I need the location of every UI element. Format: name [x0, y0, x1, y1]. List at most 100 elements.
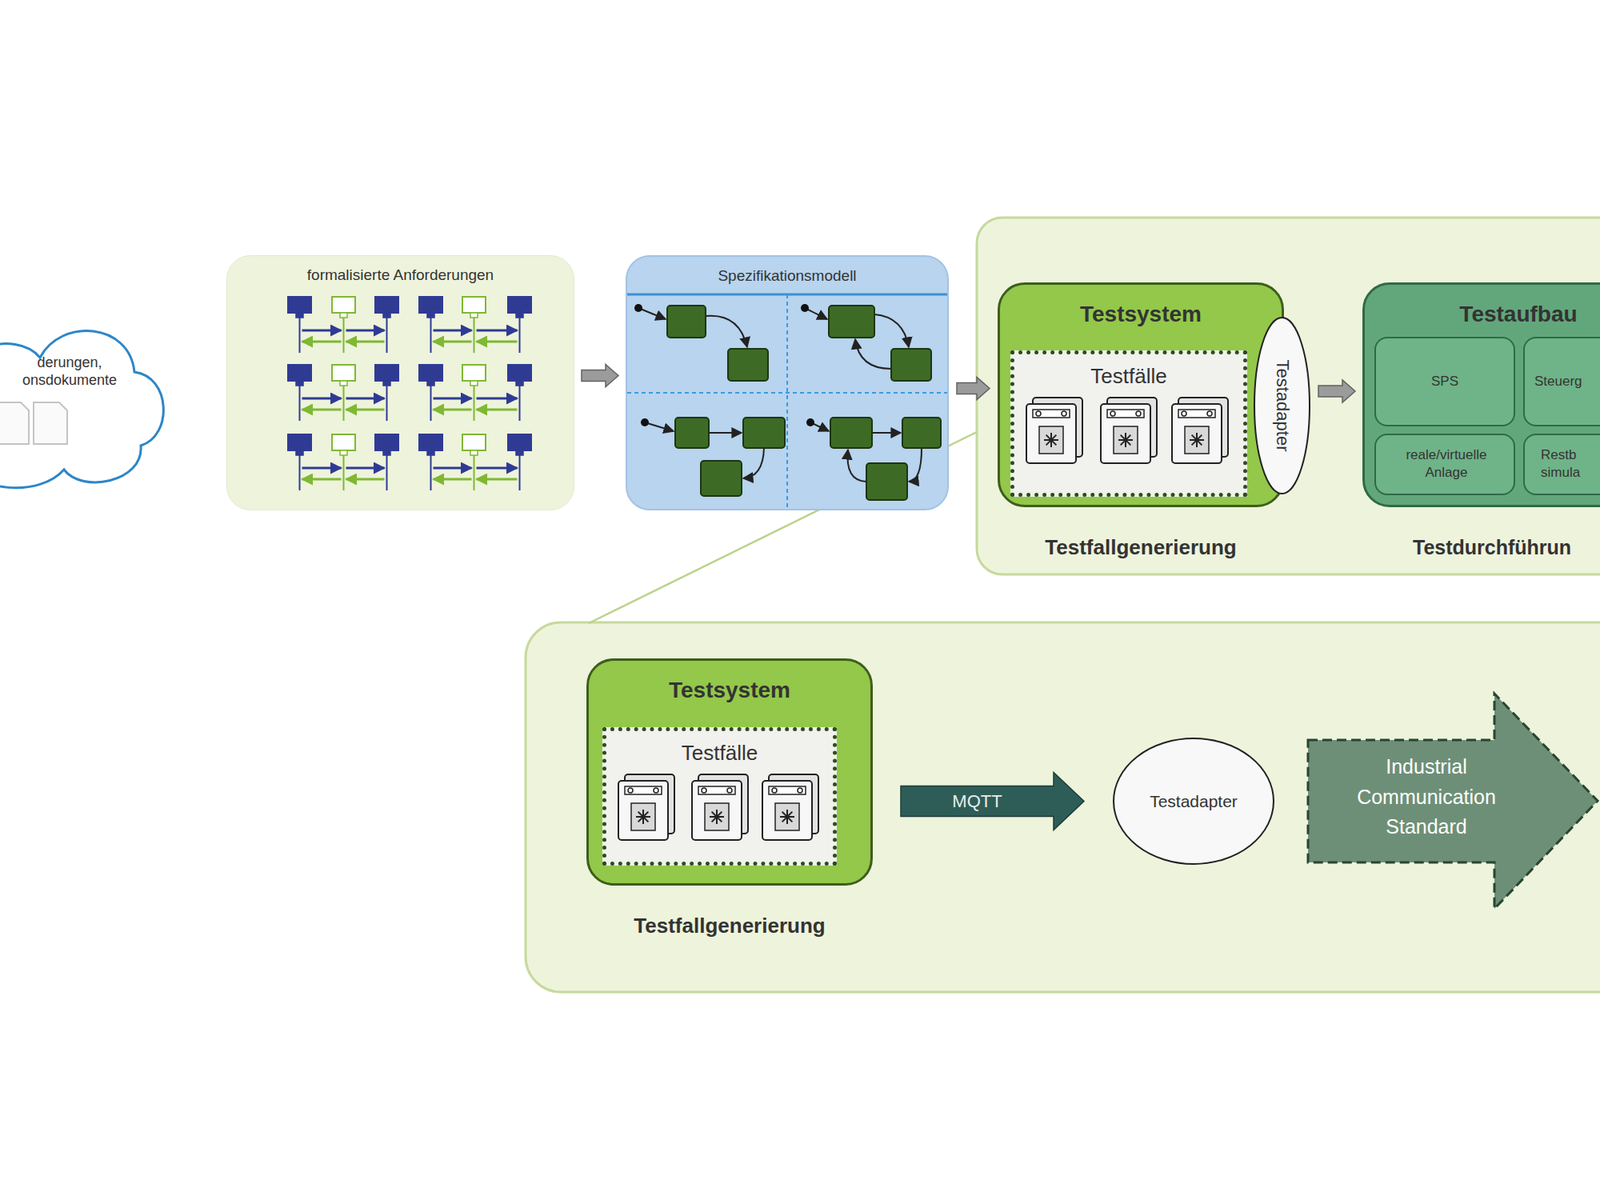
state-box	[902, 417, 941, 448]
requirement-block	[462, 434, 486, 451]
requirement-message	[433, 397, 472, 400]
requirement-message	[476, 340, 518, 344]
icon-dot	[772, 788, 777, 793]
requirement-message	[346, 408, 385, 412]
requirement-lifeline	[519, 385, 521, 421]
requirement-lifeline	[299, 385, 301, 421]
node-title: Industrial Communication Standard	[1330, 752, 1523, 843]
document-cloud: derungen, onsdokumente	[0, 311, 168, 496]
requirement-icon	[462, 434, 486, 491]
requirement-message	[433, 478, 472, 481]
setup-part-box: Restb simula	[1523, 433, 1600, 496]
requirement-message	[476, 408, 518, 412]
flow-arrow	[581, 364, 619, 388]
setup-part-box: SPS	[1374, 336, 1516, 427]
icon-gear	[1120, 435, 1132, 446]
requirement-lifeline	[343, 455, 345, 491]
state-transition	[872, 432, 901, 434]
specification-box: Spezifikationsmodell	[625, 255, 949, 511]
state-transition	[847, 449, 867, 482]
requirement-block	[375, 364, 399, 381]
flow-arrow	[1318, 380, 1356, 403]
quadrant-divider	[627, 392, 948, 394]
requirement-block	[508, 364, 532, 381]
requirement-message	[346, 397, 385, 400]
flow-arrow	[900, 772, 1084, 831]
requirements-box: formalisierte Anforderungen	[226, 255, 575, 511]
test-case-icon	[692, 774, 748, 840]
requirement-port	[296, 450, 304, 456]
icon-front	[762, 780, 812, 840]
icon-dot	[1207, 411, 1212, 416]
requirement-port	[340, 380, 348, 386]
requirement-message	[346, 340, 385, 344]
requirement-block	[508, 296, 532, 313]
test-case-icon	[618, 774, 675, 840]
requirement-message	[433, 329, 472, 332]
initial-state	[640, 418, 649, 427]
requirement-lifeline	[519, 455, 521, 491]
requirement-icon	[332, 434, 356, 491]
requirement-block	[332, 434, 356, 451]
requirement-lifeline	[299, 455, 301, 491]
requirement-port	[340, 312, 348, 318]
requirement-block	[332, 296, 356, 313]
icon-dot	[1110, 411, 1116, 416]
state-box	[675, 417, 709, 448]
node-title: Testfälle	[1014, 364, 1244, 389]
standard-arrow: Industrial Communication Standard	[1306, 691, 1600, 912]
requirement-icon	[375, 296, 399, 353]
adapter-ellipse: Testadapter	[1112, 736, 1276, 866]
requirement-lifeline	[299, 317, 301, 353]
icon-dot	[1061, 411, 1067, 416]
icon-panel	[1039, 426, 1064, 454]
state-box	[828, 305, 875, 338]
requirement-block	[288, 364, 312, 381]
flow-arrow	[956, 377, 990, 400]
icon-panel	[704, 803, 729, 831]
setup-part-box: Steuerg	[1523, 336, 1600, 427]
test-system-box: TestsystemTestfallgenerierungTestfälle	[997, 282, 1284, 508]
state-box	[667, 305, 706, 338]
requirement-message	[476, 467, 518, 470]
icon-dot	[1036, 411, 1041, 416]
test-case-icon	[1100, 397, 1157, 464]
initial-state	[800, 304, 809, 312]
requirement-port	[427, 380, 435, 386]
adapter-outline	[1113, 738, 1274, 864]
requirement-message	[433, 408, 472, 412]
document-icon	[0, 402, 29, 444]
icon-front	[1172, 404, 1222, 464]
adapter-ellipse: Testadapter	[1252, 316, 1312, 496]
icon-bar	[1107, 409, 1144, 418]
requirement-message	[302, 408, 342, 412]
test-case-icon	[762, 774, 819, 840]
requirement-block	[419, 296, 443, 313]
adapter-outline	[1254, 317, 1310, 494]
node-title: Testaufbau	[1364, 300, 1600, 328]
icon-dot	[701, 788, 707, 793]
initial-state	[806, 418, 815, 427]
requirement-port	[470, 450, 478, 456]
icon-bar	[1178, 409, 1216, 418]
icon-front	[692, 780, 742, 840]
state-box	[830, 417, 872, 448]
state-transition	[644, 422, 674, 432]
requirement-icon	[375, 364, 399, 421]
requirement-port	[383, 380, 391, 386]
icon-bar	[1032, 409, 1070, 418]
state-transition	[638, 308, 666, 320]
test-process-panel	[976, 217, 1600, 575]
requirement-block	[332, 364, 356, 381]
icon-dot	[727, 788, 732, 793]
protocol-label: MQTT	[952, 791, 1002, 812]
cloud-outline	[0, 331, 164, 488]
icon-gear	[1192, 435, 1203, 446]
icon-dot	[1181, 411, 1187, 416]
requirement-port	[427, 450, 435, 456]
requirement-port	[470, 380, 478, 386]
node-title: Steuerg	[1534, 373, 1583, 390]
state-box	[728, 348, 768, 381]
requirement-port	[516, 450, 524, 456]
